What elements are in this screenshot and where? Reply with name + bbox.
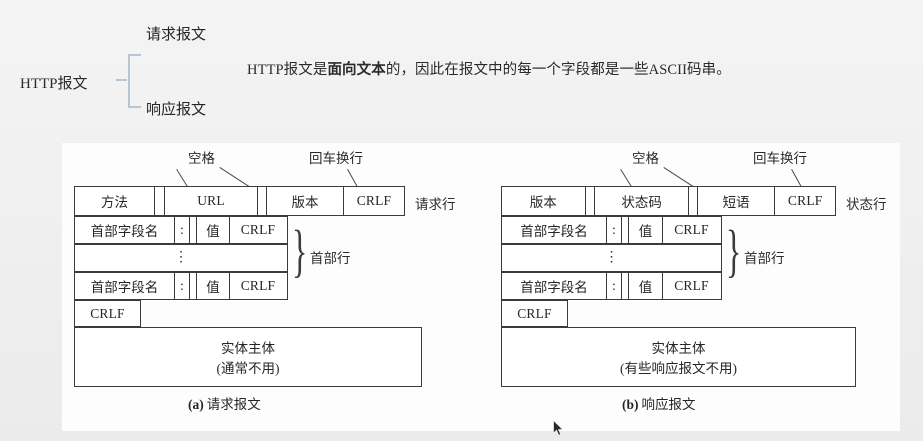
blank-line-row-b: CRLF bbox=[501, 300, 568, 327]
header-lines-brace-b: } bbox=[726, 218, 742, 283]
request-line-row: 方法 URL 版本 CRLF bbox=[74, 186, 405, 216]
caption-tag-a: (a) bbox=[188, 397, 204, 412]
paragraph-bold-emphasis: 面向文本 bbox=[327, 62, 386, 78]
label-header-lines-b: 首部行 bbox=[744, 251, 785, 266]
taxonomy-brace-top-arm bbox=[128, 54, 141, 56]
annotation-crlf-b: 回车换行 bbox=[753, 151, 807, 166]
header-field-row-2-b: 首部字段名 : 值 CRLF bbox=[501, 272, 722, 300]
ellipsis-marker-b: ⋮ bbox=[604, 250, 619, 265]
cell-crlf-header-1: CRLF bbox=[240, 222, 276, 237]
cell-version-b: 版本 bbox=[502, 187, 586, 215]
paragraph-part1: HTTP报文是 bbox=[247, 62, 328, 78]
header-ellipsis-row: ⋮ bbox=[74, 244, 288, 272]
entity-body-title-a: 实体主体 bbox=[221, 341, 275, 356]
cell-crlf-header-2: CRLF bbox=[240, 278, 276, 293]
cell-header-value-2: 值 bbox=[197, 273, 230, 299]
taxonomy-stem bbox=[116, 79, 127, 81]
header-field-row-1: 首部字段名 : 值 CRLF bbox=[74, 216, 288, 244]
entity-body-title-b: 实体主体 bbox=[651, 341, 706, 356]
cell-header-value-1-b: 值 bbox=[629, 217, 663, 243]
mouse-cursor-icon bbox=[553, 420, 564, 436]
caption-text-b: 响应报文 bbox=[641, 397, 696, 412]
cell-space-header-2 bbox=[190, 273, 197, 299]
http-message-taxonomy: HTTP报文 请求报文 响应报文 bbox=[18, 22, 248, 118]
cell-colon-1-b: : bbox=[607, 217, 622, 243]
taxonomy-branch-response: 响应报文 bbox=[146, 102, 207, 118]
header-ellipsis-row-b: ⋮ bbox=[501, 244, 722, 272]
caption-panel-a: (a)请求报文 bbox=[188, 393, 261, 413]
cell-space-2 bbox=[258, 187, 267, 215]
header-field-row-2: 首部字段名 : 值 CRLF bbox=[74, 272, 288, 300]
cell-reason-phrase: 短语 bbox=[698, 187, 776, 215]
label-request-line: 请求行 bbox=[415, 197, 456, 212]
paragraph-part2: 的，因此在报文中的每一个字段都是一些ASCII码串。 bbox=[385, 62, 731, 78]
cell-colon-2-b: : bbox=[607, 273, 622, 299]
label-status-line: 状态行 bbox=[846, 197, 887, 212]
caption-tag-b: (b) bbox=[622, 397, 639, 412]
cell-header-value-2-b: 值 bbox=[629, 273, 663, 299]
cell-header-value-1: 值 bbox=[197, 217, 230, 243]
annotation-space-b: 空格 bbox=[632, 151, 659, 166]
cell-crlf-status-line: CRLF bbox=[787, 193, 823, 208]
cell-url: URL bbox=[165, 187, 258, 215]
cell-space-header-1 bbox=[190, 217, 197, 243]
cell-version: 版本 bbox=[267, 187, 344, 215]
entity-body-note-a: (通常不用) bbox=[216, 361, 280, 376]
cell-space-1 bbox=[155, 187, 165, 215]
taxonomy-brace-bottom-arm bbox=[128, 106, 141, 108]
entity-body-box-b: 实体主体 (有些响应报文不用) bbox=[501, 327, 856, 387]
cell-status-code: 状态码 bbox=[595, 187, 689, 215]
cell-header-name-1-b: 首部字段名 bbox=[502, 217, 607, 243]
ellipsis-marker-a: ⋮ bbox=[174, 250, 188, 265]
annotation-crlf-a: 回车换行 bbox=[309, 151, 363, 166]
cell-space-2-b bbox=[689, 187, 698, 215]
taxonomy-brace-vertical bbox=[128, 54, 130, 108]
cell-blank-line-crlf-a: CRLF bbox=[90, 305, 125, 321]
blank-line-row-a: CRLF bbox=[74, 300, 141, 327]
status-line-row: 版本 状态码 短语 CRLF bbox=[501, 186, 836, 216]
http-message-structure-figure: 空格 回车换行 方法 URL 版本 CRLF 请求行 首部字段名 : 值 CRL… bbox=[62, 143, 900, 436]
cell-crlf-header-1-b: CRLF bbox=[674, 222, 709, 237]
cell-space-header-2-b bbox=[622, 273, 629, 299]
caption-panel-b: (b)响应报文 bbox=[622, 393, 696, 413]
taxonomy-root-label: HTTP报文 bbox=[20, 76, 88, 92]
entity-body-box-a: 实体主体 (通常不用) bbox=[74, 327, 422, 387]
cell-header-name-2: 首部字段名 bbox=[75, 273, 175, 299]
cell-header-name-1: 首部字段名 bbox=[75, 217, 175, 243]
cell-colon-2: : bbox=[175, 273, 190, 299]
cell-blank-line-crlf-b: CRLF bbox=[517, 305, 552, 321]
taxonomy-branch-request: 请求报文 bbox=[146, 27, 207, 43]
description-paragraph: HTTP报文是面向文本的，因此在报文中的每一个字段都是一些ASCII码串。 bbox=[247, 58, 731, 79]
caption-text-a: 请求报文 bbox=[206, 397, 261, 412]
header-lines-brace-a: } bbox=[292, 218, 308, 283]
entity-body-note-b: (有些响应报文不用) bbox=[620, 361, 737, 376]
annotation-space-a: 空格 bbox=[188, 151, 215, 166]
cell-header-name-2-b: 首部字段名 bbox=[502, 273, 607, 299]
cell-space-1-b bbox=[586, 187, 596, 215]
header-field-row-1-b: 首部字段名 : 值 CRLF bbox=[501, 216, 722, 244]
cell-crlf-header-2-b: CRLF bbox=[674, 278, 709, 293]
label-header-lines-a: 首部行 bbox=[310, 251, 351, 266]
cell-colon-1: : bbox=[175, 217, 190, 243]
cell-method: 方法 bbox=[75, 187, 155, 215]
cell-crlf-request-line: CRLF bbox=[356, 193, 392, 208]
cell-space-header-1-b bbox=[622, 217, 629, 243]
